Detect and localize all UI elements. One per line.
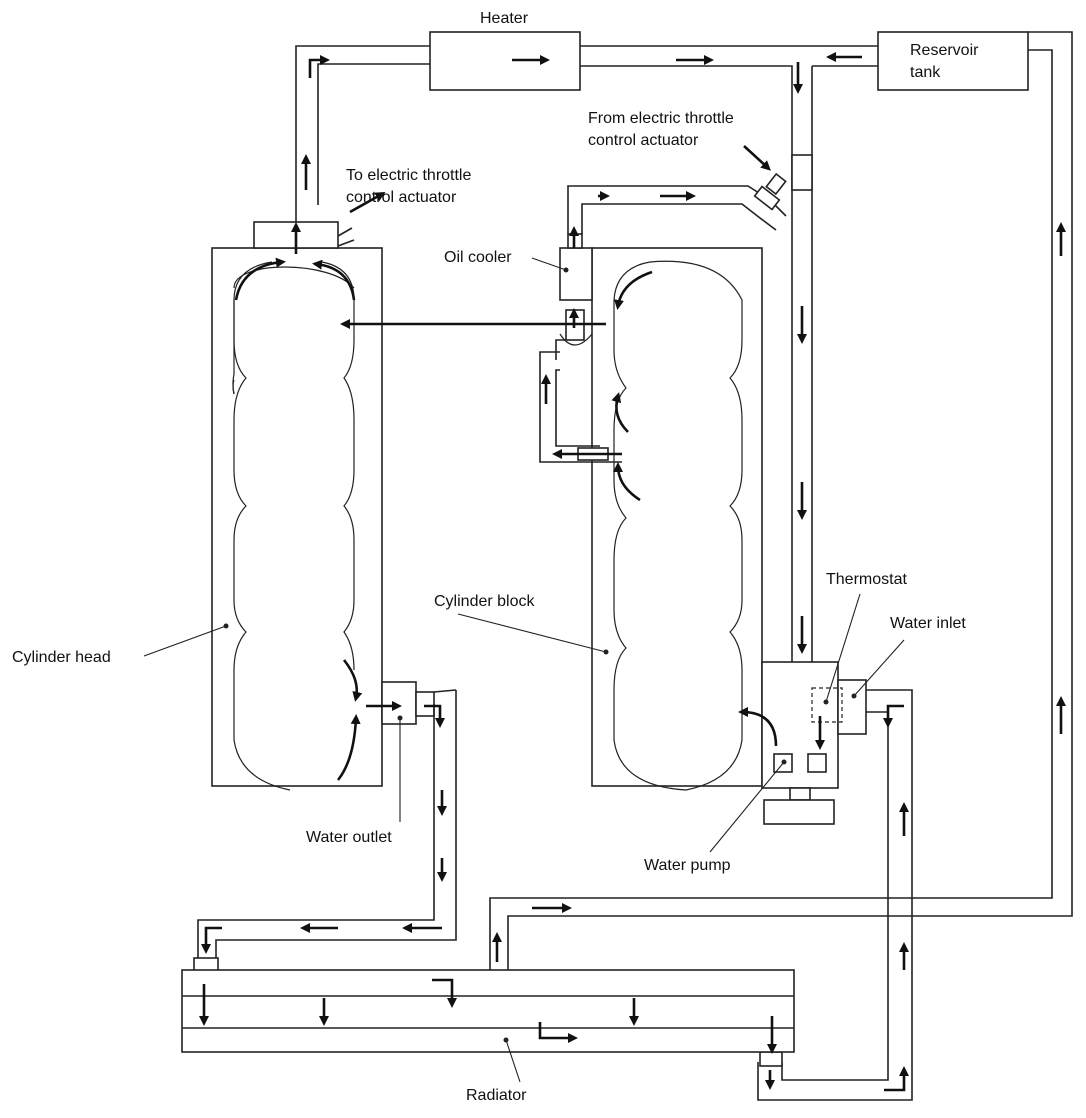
label-radiator: Radiator [466, 1087, 527, 1104]
flow-arrow [312, 259, 356, 301]
heater-box [429, 31, 581, 91]
oil-cooler [559, 247, 593, 301]
flow-arrows [199, 52, 1066, 1092]
label-water-inlet: Water inlet [890, 615, 966, 632]
block-chamber-outline [613, 260, 743, 791]
flow-arrow [349, 192, 386, 214]
head-chamber-outline [233, 261, 355, 791]
flow-arrow [611, 392, 629, 433]
flow-arrow [613, 462, 641, 502]
thermostat [811, 687, 843, 723]
flow-arrow [336, 714, 361, 781]
label-cylinder-head: Cylinder head [12, 649, 111, 666]
label-cylinder-block: Cylinder block [434, 593, 535, 610]
throttle-return-junction [791, 154, 813, 191]
circulation-arrows [234, 257, 653, 781]
flow-arrow [342, 659, 363, 702]
leader-lines [143, 257, 905, 1083]
pump-housing [757, 661, 913, 1101]
flow-arrow [201, 926, 222, 954]
flow-arrow [424, 704, 445, 728]
label-thermostat: Thermostat [826, 571, 907, 588]
flow-arrow [884, 1066, 909, 1092]
label-heater: Heater [480, 10, 529, 27]
heater-circuit [295, 31, 878, 222]
flow-arrow [883, 704, 904, 728]
radiator [181, 969, 795, 1053]
flow-arrow [614, 270, 653, 310]
flow-arrow [538, 1022, 578, 1043]
flow-arrow [432, 978, 457, 1008]
label-water-outlet: Water outlet [306, 829, 392, 846]
flow-arrow [743, 145, 771, 171]
label-water-pump: Water pump [644, 857, 731, 874]
flow-arrow [308, 55, 330, 78]
flow-arrow [234, 257, 286, 301]
cylinder-block [539, 172, 787, 787]
flow-arrow [738, 707, 778, 747]
reservoir-tank [877, 31, 1029, 91]
label-oil-cooler: Oil cooler [444, 249, 512, 266]
cylinder-head [193, 221, 457, 973]
